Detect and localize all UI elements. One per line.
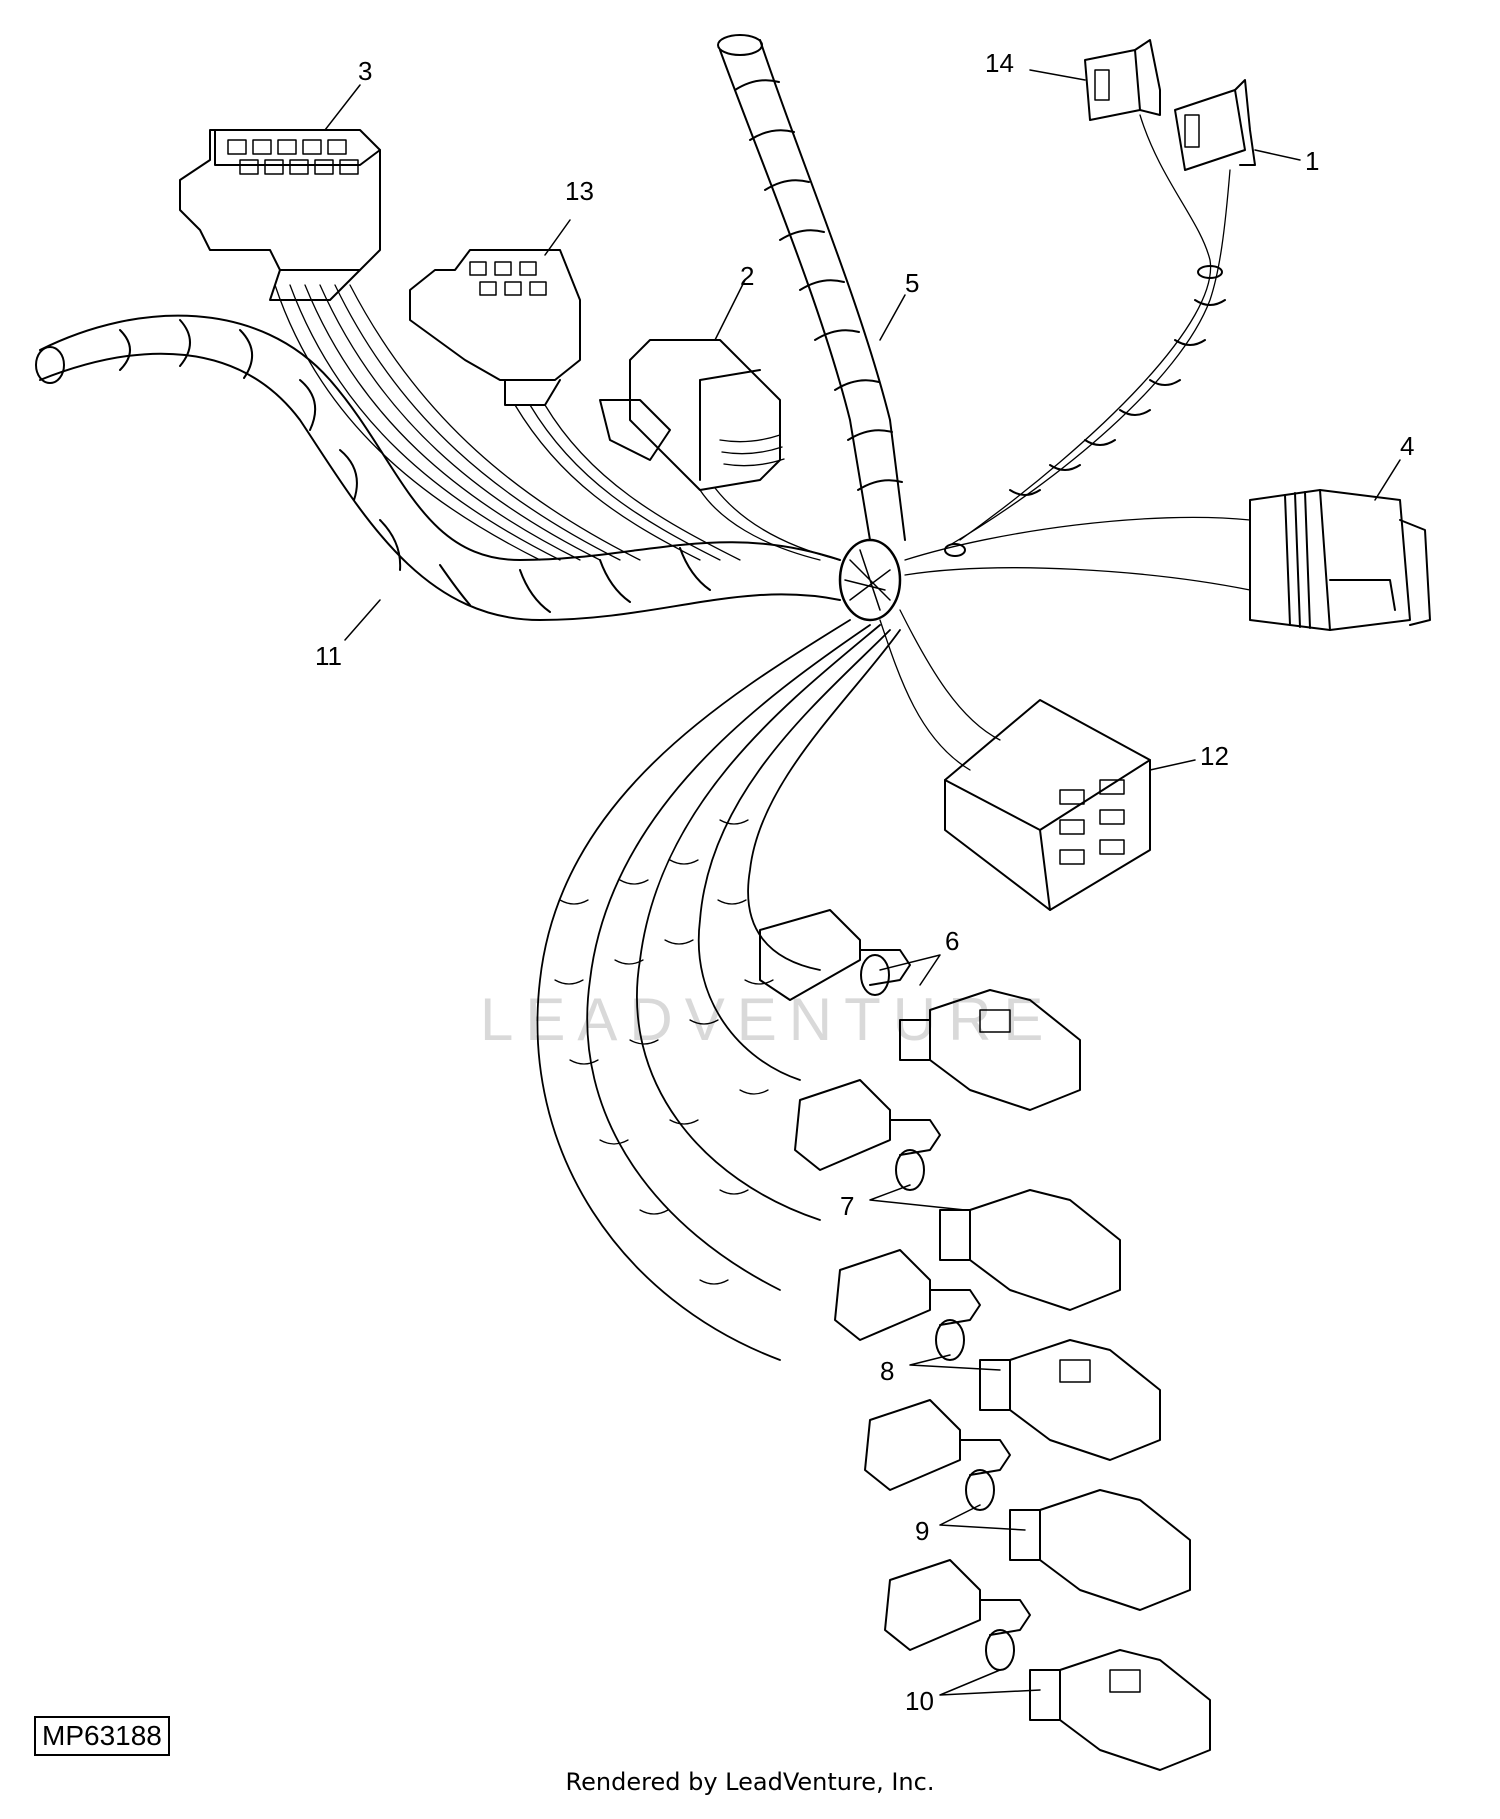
connector-3	[179, 129, 641, 561]
connector-1	[949, 79, 1256, 546]
connector-14	[959, 39, 1212, 541]
callout-7: 7	[840, 1191, 854, 1221]
branch-looms	[536, 619, 901, 1361]
loom-11	[35, 314, 841, 621]
callout-4: 4	[1400, 431, 1414, 461]
harness-junction	[838, 538, 902, 622]
callout-13: 13	[565, 176, 594, 206]
callout-12: 12	[1200, 741, 1229, 771]
callout-1: 1	[1305, 146, 1319, 176]
connector-4	[904, 489, 1431, 631]
callout-10: 10	[905, 1686, 934, 1716]
leader-lines	[324, 69, 1401, 1696]
callout-2: 2	[740, 261, 754, 291]
callout-3: 3	[358, 56, 372, 86]
connector-13	[409, 249, 741, 561]
bullet-connector-10	[884, 1559, 1211, 1771]
loom-5	[717, 34, 906, 541]
callout-labels: 1 2 3 4 5 6 7 8 9 10 11 12 13 14	[315, 48, 1414, 1716]
callout-8: 8	[880, 1356, 894, 1386]
render-credit: Rendered by LeadVenture, Inc.	[565, 1768, 935, 1796]
connector-2	[599, 339, 841, 561]
callout-11: 11	[315, 641, 342, 671]
bullet-connector-8	[834, 1249, 1161, 1461]
connector-12	[879, 609, 1151, 911]
bullet-connector-9	[864, 1399, 1191, 1611]
callout-5: 5	[905, 268, 919, 298]
callout-9: 9	[915, 1516, 929, 1546]
callout-6: 6	[945, 926, 959, 956]
bullet-connector-7	[794, 1079, 1121, 1311]
watermark: LEADVENTURE	[480, 986, 1055, 1053]
reference-code: MP63188	[34, 1716, 170, 1756]
bullet-connector-6	[759, 909, 1081, 1111]
callout-14: 14	[985, 48, 1014, 78]
